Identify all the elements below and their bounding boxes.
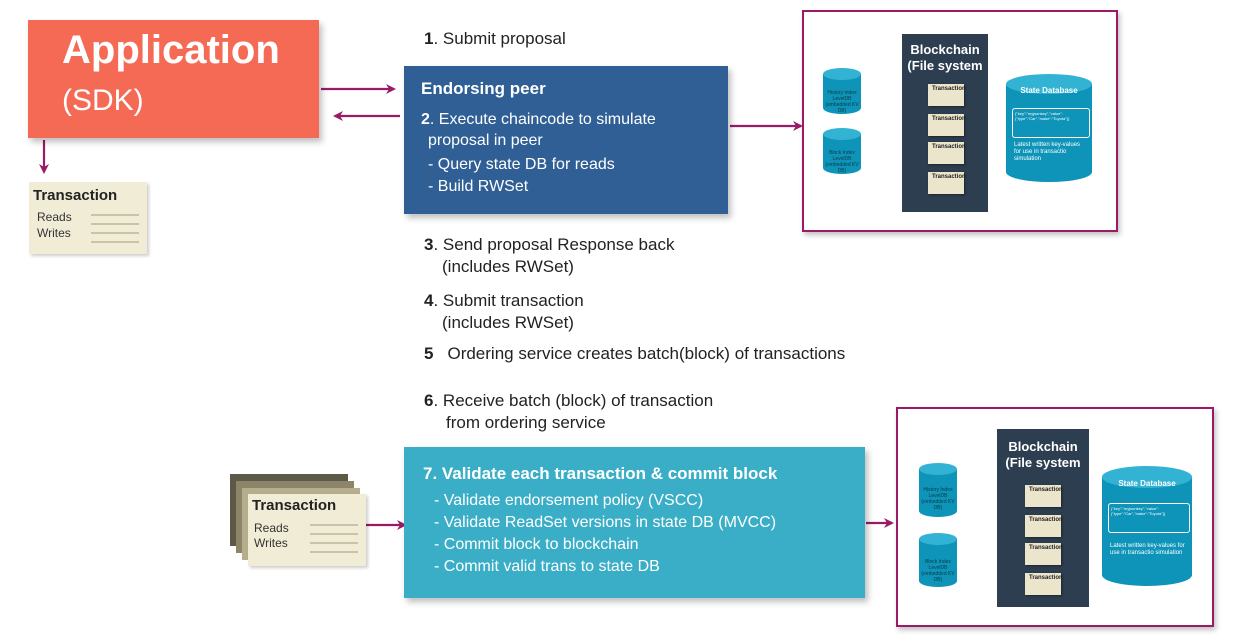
- step-3: 3. Send proposal Response back (includes…: [424, 235, 675, 276]
- endorsing-step-2-line1: 2. Execute chaincode to simulate: [421, 111, 656, 128]
- block-doc: Transaction: [928, 172, 966, 194]
- validate-heading: 7. Validate each transaction & commit bl…: [423, 464, 778, 483]
- ledger-panel-top: History Index LevelDB (embedded KV DB) B…: [802, 10, 1118, 232]
- step-1: 1. Submit proposal: [424, 29, 566, 48]
- endorsing-peer-heading: Endorsing peer: [421, 79, 546, 98]
- state-database-title: State Database: [1118, 479, 1176, 488]
- step-6: 6. Receive batch (block) of transaction …: [424, 391, 714, 432]
- transaction-doc-writes: Writes: [254, 536, 288, 550]
- validate-line: - Commit block to blockchain: [434, 536, 639, 553]
- validate-line: - Commit valid trans to state DB: [434, 558, 660, 575]
- blockchain-column: Blockchain (File system Transaction Tran…: [997, 429, 1089, 607]
- state-database-cylinder: [1006, 74, 1092, 182]
- transaction-stack: Transaction Reads Writes: [230, 474, 370, 574]
- ledger-panel-bottom: History Index LevelDB (embedded KV DB) B…: [896, 407, 1214, 627]
- transaction-doc-reads: Reads: [254, 521, 289, 535]
- blockchain-column: Blockchain (File system Transaction Tran…: [902, 34, 988, 212]
- block-doc: Transaction: [928, 114, 966, 136]
- state-db-record: {"key":"myjsonkey","value":{"type":"Car"…: [1108, 503, 1190, 533]
- state-db-note: Latest written key-values for use in tra…: [1110, 543, 1185, 556]
- block-index-db: [919, 533, 957, 587]
- endorsing-step-2-line3: - Query state DB for reads: [428, 156, 615, 173]
- leveldb-cylinders: [919, 463, 957, 587]
- block-doc: Transaction: [1025, 485, 1063, 507]
- application-title: Application: [62, 28, 280, 72]
- block-index-db: [823, 128, 861, 174]
- application-box: Application (SDK): [28, 20, 319, 138]
- state-db-record: {"key":"myjsonkey","value":{"type":"Car"…: [1012, 108, 1090, 138]
- transaction-doc-writes: Writes: [37, 226, 71, 240]
- leveldb-cylinders: [823, 68, 861, 174]
- blockchain-title: Blockchain: [910, 42, 980, 57]
- block-doc: Transaction: [928, 84, 966, 106]
- step-4: 4. Submit transaction (includes RWSet): [424, 291, 584, 332]
- history-index-label: History Index LevelDB (embedded KV DB): [825, 90, 859, 114]
- transaction-doc-reads: Reads: [37, 210, 72, 224]
- history-index-db: [919, 463, 957, 517]
- validate-line: - Validate ReadSet versions in state DB …: [434, 514, 777, 531]
- block-doc: Transaction: [1025, 515, 1063, 537]
- validate-line: - Validate endorsement policy (VSCC): [434, 492, 704, 509]
- transaction-doc-title: Transaction: [33, 187, 118, 204]
- endorsing-step-2-line4: - Build RWSet: [428, 178, 529, 195]
- history-index-label: History Index LevelDB (embedded KV DB): [921, 487, 955, 511]
- blockchain-subtitle: (File system: [907, 58, 983, 73]
- history-index-db: [823, 68, 861, 114]
- transaction-document-bottom: Transaction Reads Writes: [248, 494, 366, 566]
- validating-peer-box: 7. Validate each transaction & commit bl…: [404, 447, 865, 598]
- state-database-title: State Database: [1020, 86, 1078, 95]
- state-database-cylinder: [1102, 466, 1192, 586]
- block-doc: Transaction: [1025, 573, 1063, 595]
- blockchain-title: Blockchain: [1008, 439, 1078, 454]
- transaction-doc-title: Transaction: [252, 497, 337, 514]
- block-index-label: Block Index LevelDB (embedded KV DB): [921, 559, 955, 583]
- endorsing-step-2-line2: proposal in peer: [428, 132, 543, 149]
- state-db-note: Latest written key-values for use in tra…: [1014, 142, 1081, 162]
- block-doc: Transaction: [1025, 543, 1063, 565]
- blockchain-subtitle: (File system: [1005, 455, 1081, 470]
- transaction-document-top: Transaction Reads Writes: [29, 182, 147, 254]
- application-subtitle: (SDK): [62, 84, 144, 117]
- block-index-label: Block Index LevelDB (embedded KV DB): [825, 150, 859, 174]
- endorsing-peer-box: Endorsing peer 2. Execute chaincode to s…: [404, 66, 728, 214]
- block-doc: Transaction: [928, 142, 966, 164]
